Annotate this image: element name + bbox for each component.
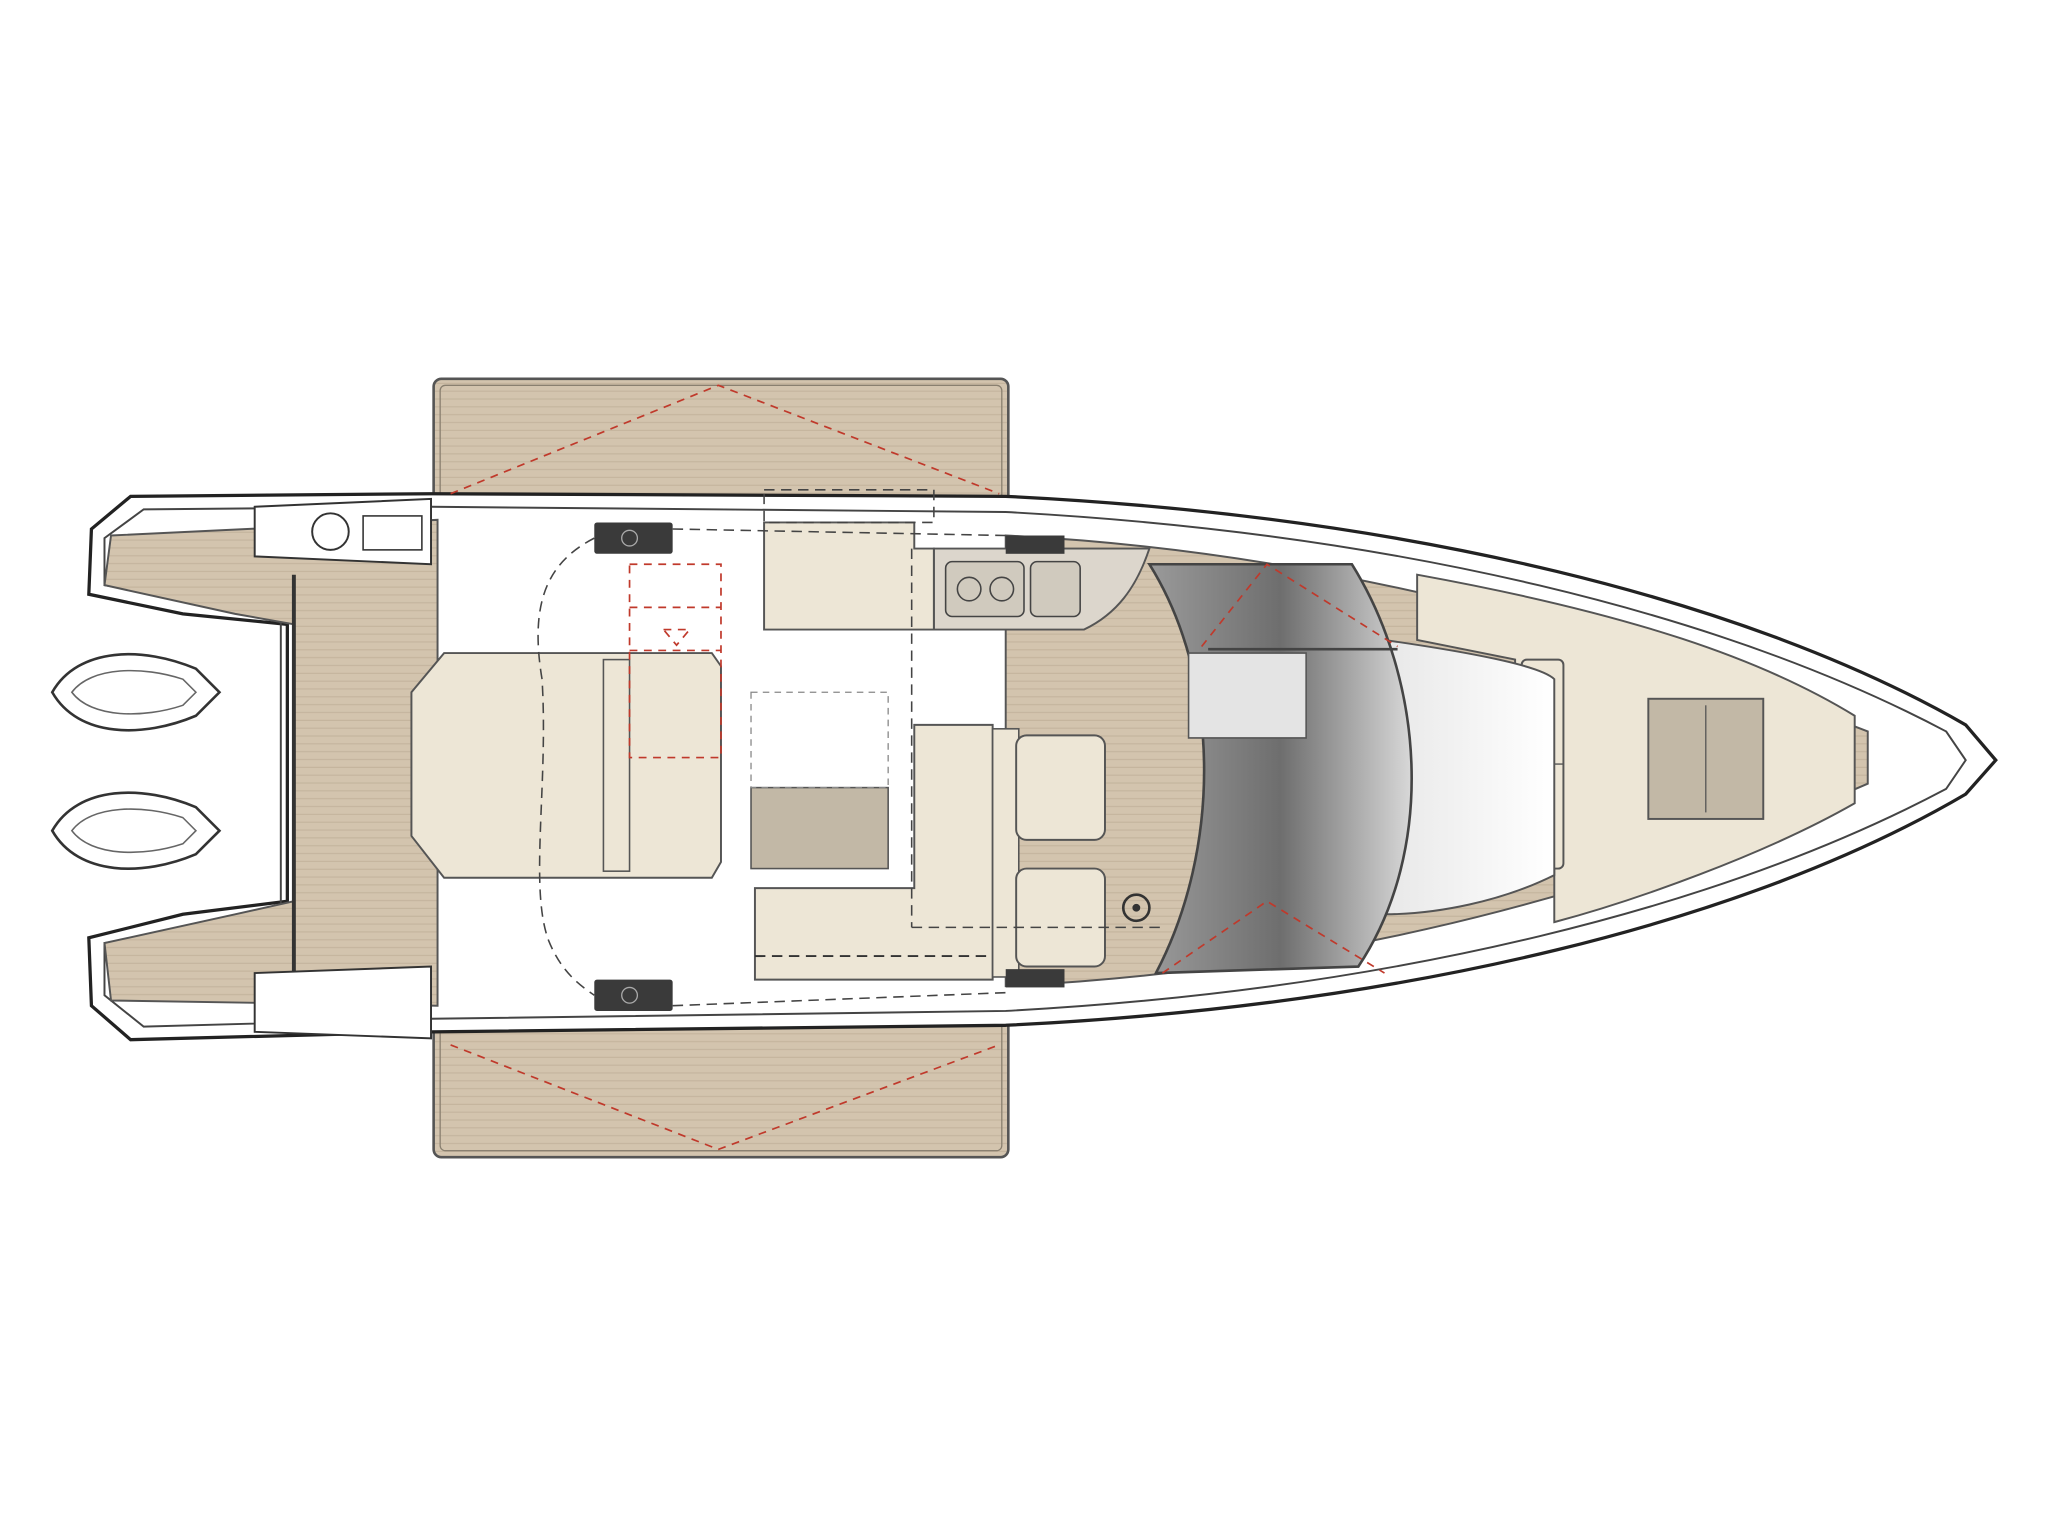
steering-wheel-icon (1121, 893, 1151, 923)
aft-hardware (253, 497, 1065, 1040)
outboard-engine-port (50, 652, 222, 732)
stove-burner-icon (956, 576, 982, 602)
seating-cushions (410, 521, 1106, 981)
galley-unit (932, 547, 1151, 631)
red-dashed-guides (450, 384, 1399, 1151)
helm-console (1147, 562, 1556, 975)
stove-burner-icon (989, 576, 1015, 602)
outboard-engine-starboard (50, 791, 222, 870)
grey-dashed-guides (537, 489, 1163, 1007)
